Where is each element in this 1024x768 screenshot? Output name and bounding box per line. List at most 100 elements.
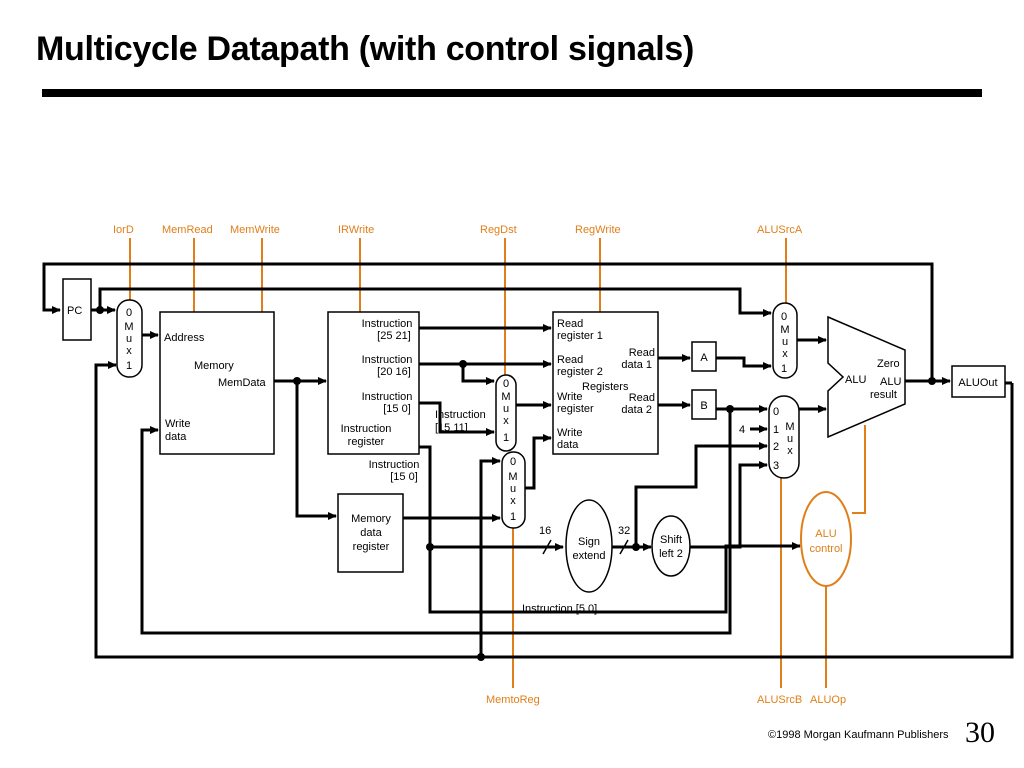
regdst-mux-1: 1: [503, 432, 509, 444]
a-register: [691, 341, 717, 372]
memory-block: [159, 311, 275, 455]
regdst-mux-m: M: [501, 391, 510, 403]
b-register: [691, 389, 717, 420]
memread-label: MemRead: [162, 224, 213, 236]
alu-zero-label: Zero: [877, 358, 900, 370]
ir-name-b: register: [348, 436, 385, 448]
rf-write-reg-b: register: [557, 403, 594, 415]
shift-left-unit: [651, 515, 691, 577]
alu: [827, 315, 906, 439]
regdst-label: RegDst: [480, 224, 517, 236]
alusrcb-mux-1: 1: [773, 424, 779, 436]
memtoreg-mux-1: 1: [510, 511, 516, 523]
alusrca-mux-x: x: [782, 348, 788, 360]
alu-name-label: ALU: [845, 374, 866, 386]
rf-write-data-a: Write: [557, 427, 582, 439]
alu-control-b: control: [809, 543, 842, 555]
page-number: 30: [965, 716, 995, 749]
rf-read-data2-b: data 2: [621, 404, 652, 416]
iord-mux-x: x: [126, 345, 132, 357]
instruction-register: [327, 311, 420, 455]
alusrcb-mux-x: x: [787, 445, 793, 457]
component-labels: PC 0 M u x 1 Address Memory MemData Writ…: [67, 305, 998, 615]
alusrca-mux-u: u: [782, 336, 788, 348]
alusrca-mux-m: M: [780, 324, 789, 336]
alu-control-to-alu-line: [852, 425, 866, 514]
memtoreg-mux-m: M: [508, 471, 517, 483]
rf-read-reg2-b: register 2: [557, 366, 603, 378]
alu-control-labels: ALU control: [809, 528, 842, 555]
memtoreg-mux-u: u: [510, 483, 516, 495]
width-16-label: 16: [539, 525, 551, 537]
ir-name-a: Instruction: [341, 423, 392, 435]
memory-write-label: Write: [165, 418, 190, 430]
rf-name: Registers: [582, 381, 629, 393]
alu-control-a: ALU: [815, 528, 836, 540]
iord-mux: [116, 299, 143, 378]
shift-left-a: Shift: [660, 534, 682, 546]
aluop-label: ALUOp: [810, 694, 846, 706]
ir-field2-b: [20 16]: [377, 366, 411, 378]
memory-memdata-label: MemData: [218, 377, 267, 389]
ir-field1-b: [25 21]: [377, 330, 411, 342]
iord-mux-m: M: [124, 321, 133, 333]
memory-address-label: Address: [164, 332, 205, 344]
rf-write-reg-a: Write: [557, 391, 582, 403]
register-file: [552, 311, 659, 455]
alusrca-mux-0: 0: [781, 311, 787, 323]
ir-field3-a: Instruction: [362, 391, 413, 403]
iord-mux-u: u: [126, 333, 132, 345]
memtoreg-mux-0: 0: [510, 456, 516, 468]
wires: [42, 262, 1014, 659]
memtoreg-mux: [501, 451, 526, 529]
pc-register: [62, 278, 92, 341]
sign-extend-a: Sign: [578, 536, 600, 548]
mdr-line2: data: [360, 527, 382, 539]
sign-extend-b: extend: [572, 550, 605, 562]
regdst-mux-x: x: [503, 415, 509, 427]
shift-left-b: left 2: [659, 548, 683, 560]
width-32-label: 32: [618, 525, 630, 537]
bus-width-slashes: [542, 539, 629, 555]
alusrcb-mux: [768, 395, 800, 479]
aluout-register: [951, 365, 1006, 398]
ir-field1-a: Instruction: [362, 318, 413, 330]
alu-control-unit: [800, 491, 852, 587]
control-lines: [129, 238, 866, 688]
control-signal-labels: IorD MemRead MemWrite IRWrite RegDst Reg…: [113, 224, 846, 706]
sign-extend-unit: [565, 499, 613, 593]
ir-field3-b: [15 0]: [383, 403, 411, 415]
mdr-line3: register: [353, 541, 390, 553]
rf-read-data1-b: data 1: [621, 359, 652, 371]
regdst-mux: [495, 374, 517, 452]
title-rule: [42, 89, 982, 97]
alu-result-a: ALU: [880, 376, 901, 388]
regdst-mux-u: u: [503, 403, 509, 415]
alusrca-mux: [772, 302, 798, 379]
ir-out-b: [15 0]: [390, 471, 418, 483]
junction-dots: [96, 306, 936, 661]
alusrcb-mux-u: u: [787, 433, 793, 445]
ir-out-a: Instruction: [369, 459, 420, 471]
rf-read-data2-a: Read: [629, 392, 655, 404]
rf-read-reg2-a: Read: [557, 354, 583, 366]
copyright-text: ©1998 Morgan Kaufmann Publishers: [768, 729, 949, 741]
rf-read-reg1-b: register 1: [557, 330, 603, 342]
alusrca-label: ALUSrcA: [757, 224, 803, 236]
ir-field2-a: Instruction: [362, 354, 413, 366]
regdst-mux-0: 0: [503, 378, 509, 390]
alusrcb-mux-3: 3: [773, 460, 779, 472]
ir-wr-a: Instruction: [435, 409, 486, 421]
funct-field-label: Instruction [5 0]: [522, 603, 597, 615]
iord-mux-0: 0: [126, 307, 132, 319]
memory-name-label: Memory: [194, 360, 234, 372]
const-four-label: 4: [739, 424, 745, 436]
irwrite-label: IRWrite: [338, 224, 374, 236]
a-register-label: A: [700, 352, 708, 364]
components: [62, 278, 1006, 593]
aluout-label: ALUOut: [958, 377, 997, 389]
rf-read-data1-a: Read: [629, 347, 655, 359]
memory-data-register: [337, 493, 404, 573]
ir-wr-b: [15 11]: [435, 422, 468, 434]
